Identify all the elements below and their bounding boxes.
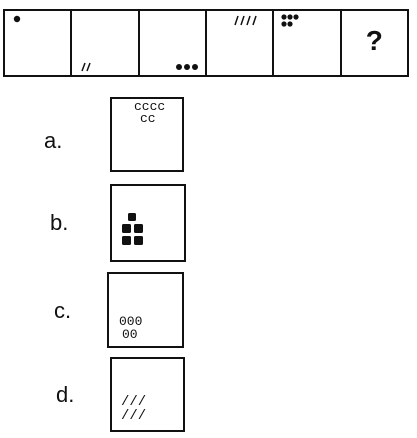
dot bbox=[13, 15, 21, 23]
option-a-box[interactable]: cccc cc bbox=[110, 97, 184, 172]
slash bbox=[240, 15, 245, 26]
option-a-label[interactable]: a. bbox=[44, 128, 63, 153]
option-a-row-1: cccc bbox=[134, 99, 166, 114]
slash bbox=[252, 15, 257, 26]
three-dots-figure bbox=[175, 64, 198, 70]
dot bbox=[281, 14, 287, 20]
square bbox=[134, 224, 143, 233]
slash bbox=[246, 15, 251, 26]
dot bbox=[175, 64, 182, 70]
option-c-row-2: 00 bbox=[122, 327, 138, 342]
dot bbox=[191, 64, 198, 70]
slash bbox=[81, 62, 87, 72]
sequence-cell-1 bbox=[5, 11, 73, 75]
option-a-row-2: cc bbox=[140, 111, 156, 126]
option-d-row-1: /// bbox=[121, 394, 147, 410]
option-c-row-1: 000 bbox=[119, 314, 143, 329]
option-c-box[interactable]: 000 00 bbox=[107, 272, 184, 348]
single-dot-figure bbox=[13, 15, 21, 23]
square bbox=[122, 224, 131, 233]
square bbox=[122, 236, 131, 245]
option-c-label[interactable]: c. bbox=[54, 298, 72, 323]
slash bbox=[234, 15, 239, 26]
slash bbox=[86, 62, 92, 72]
squares-figure bbox=[122, 213, 143, 245]
dot bbox=[183, 64, 190, 70]
dot bbox=[287, 21, 293, 27]
square bbox=[128, 213, 136, 221]
sequence-cell-4 bbox=[207, 11, 275, 75]
option-b-label[interactable]: b. bbox=[50, 210, 69, 235]
dot bbox=[287, 14, 293, 20]
sequence-cell-2 bbox=[72, 11, 140, 75]
sequence-cell-5 bbox=[274, 11, 342, 75]
dot bbox=[293, 14, 299, 20]
dot bbox=[281, 21, 287, 27]
sequence-cell-3 bbox=[140, 11, 207, 75]
option-d-label[interactable]: d. bbox=[56, 382, 75, 407]
four-slashes-figure bbox=[234, 15, 257, 26]
two-slashes-figure bbox=[81, 62, 92, 72]
question-mark: ? bbox=[365, 25, 383, 56]
sequence-row: ? bbox=[3, 9, 409, 77]
option-b-box[interactable] bbox=[110, 184, 186, 262]
sequence-cell-6: ? bbox=[342, 11, 407, 75]
square bbox=[134, 236, 143, 245]
option-d-row-2: /// bbox=[121, 408, 147, 424]
five-dots-figure bbox=[281, 14, 299, 27]
option-d-box[interactable]: /// /// bbox=[110, 357, 185, 432]
